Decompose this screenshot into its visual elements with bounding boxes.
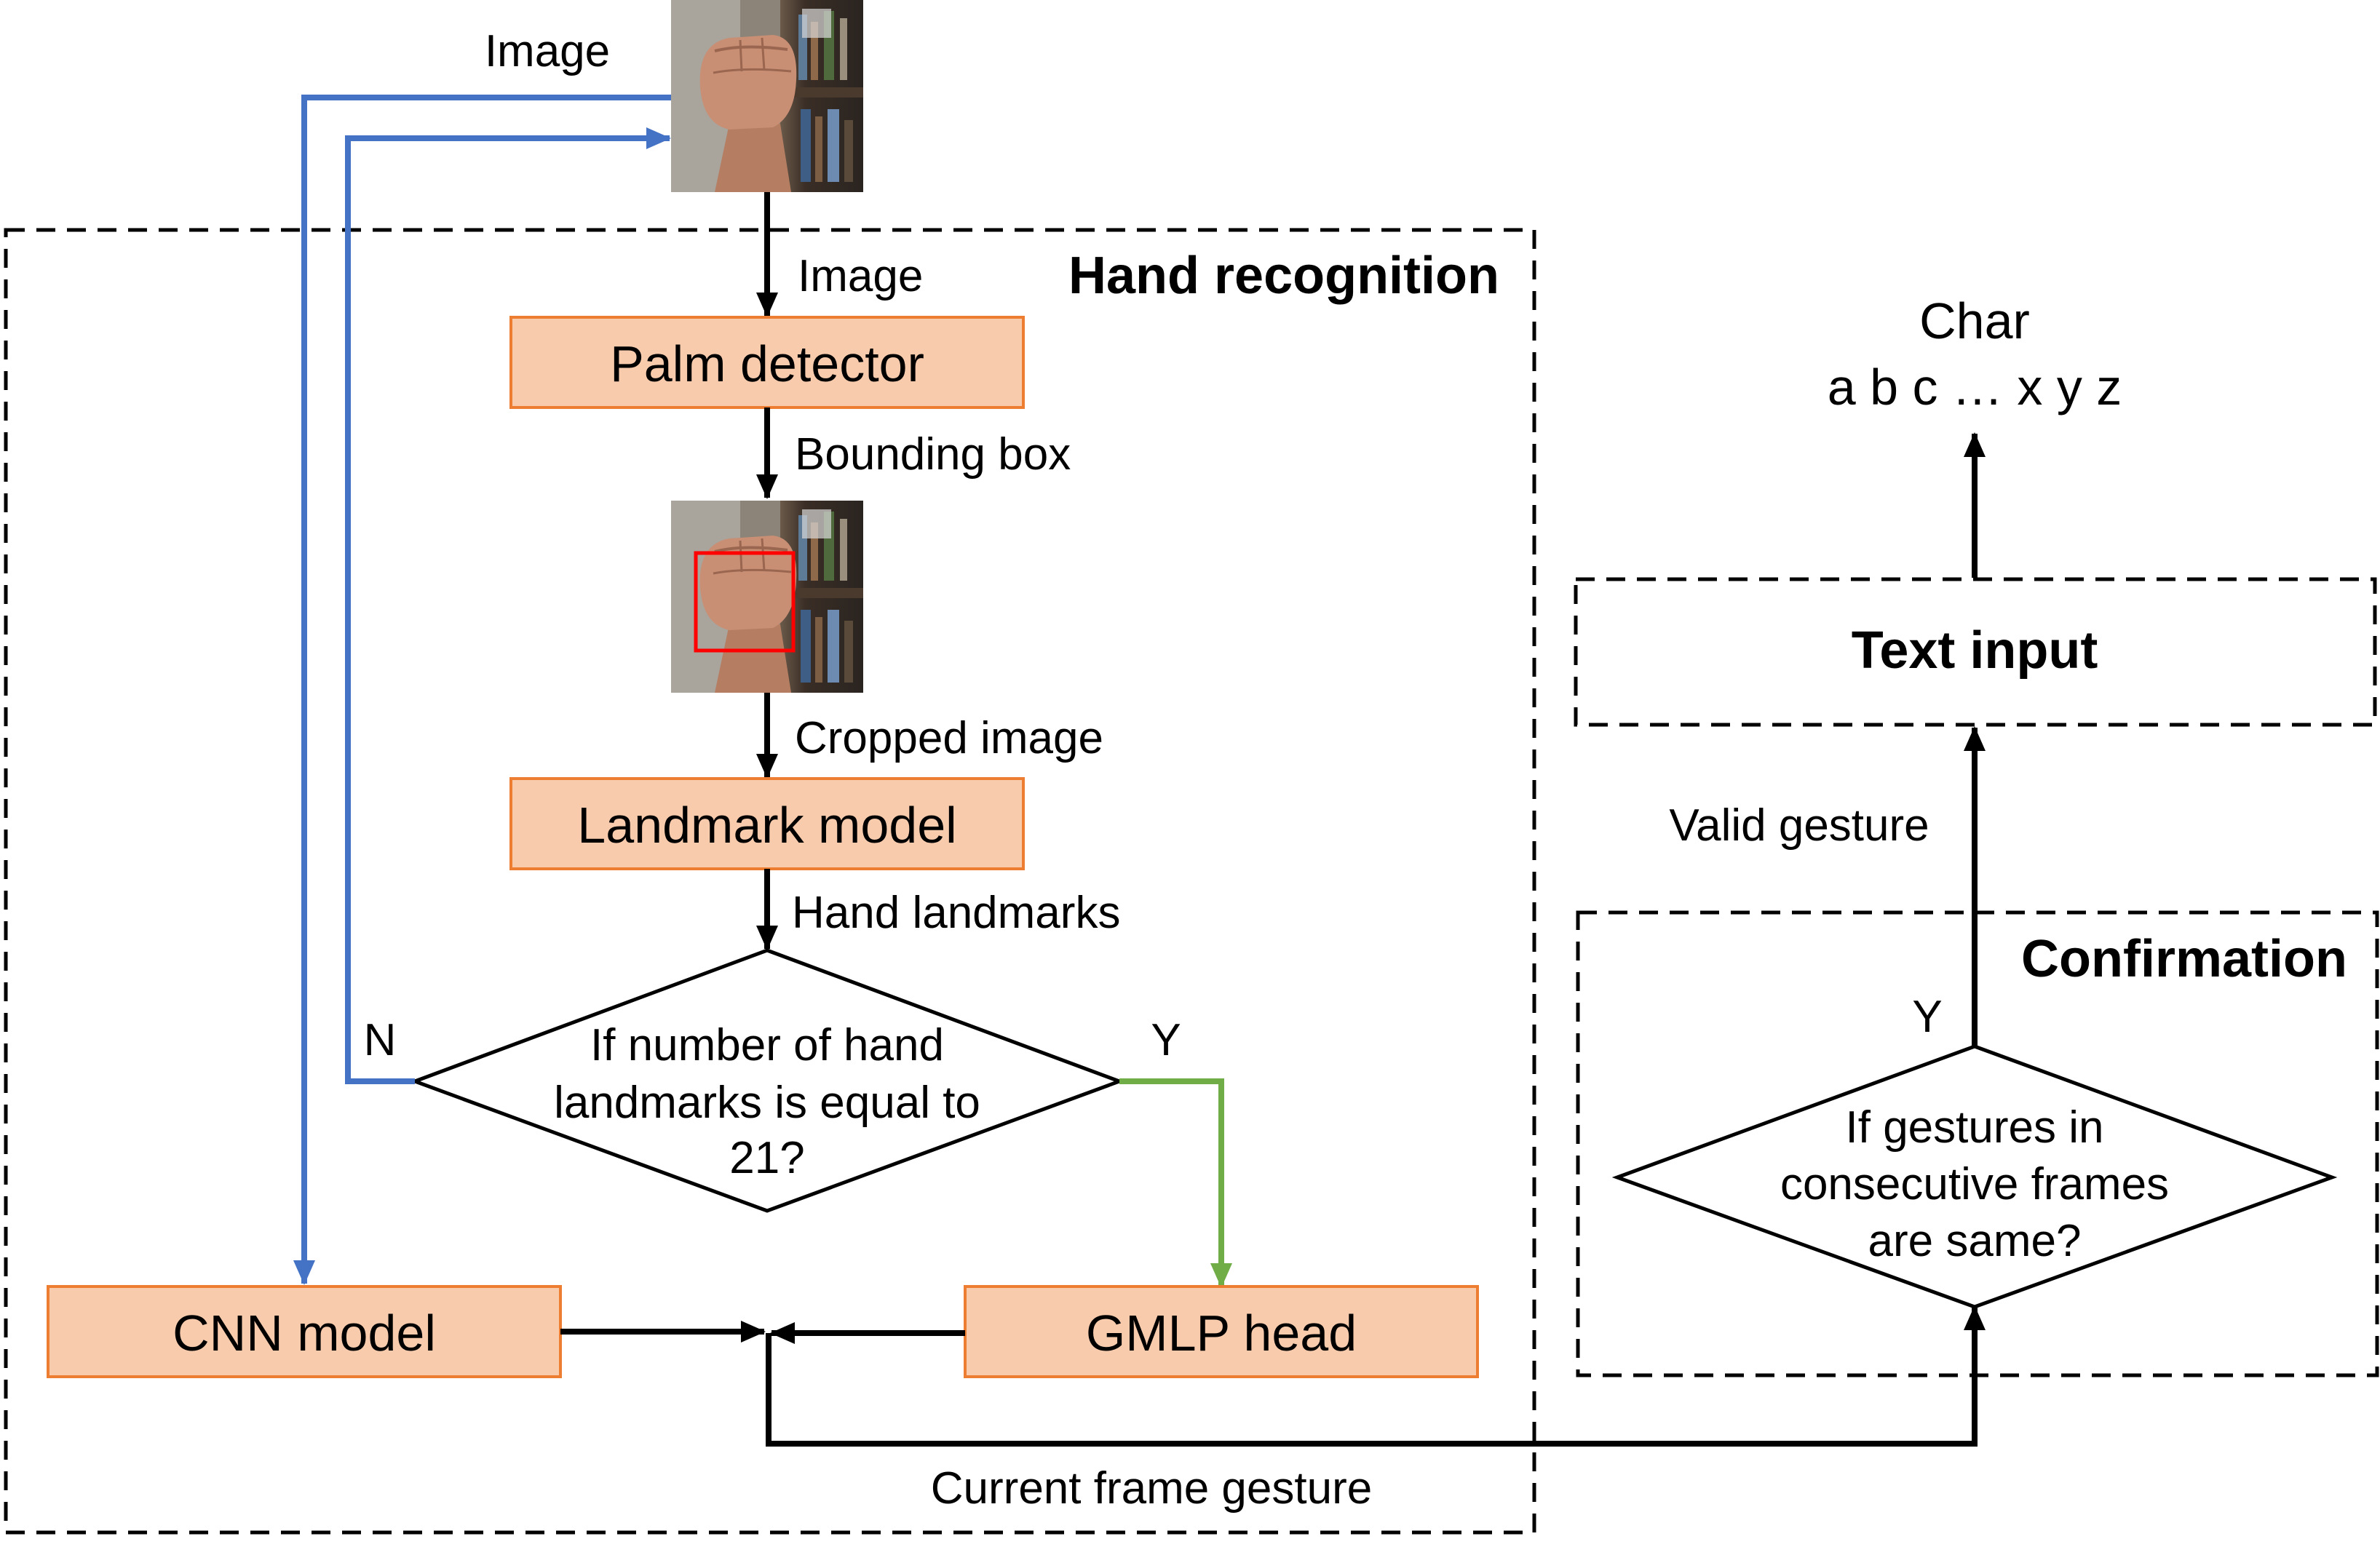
- palm-detector-box: [509, 316, 1025, 409]
- no-branch-label: N: [364, 1015, 397, 1065]
- cnn-model-box: [47, 1285, 562, 1378]
- gesture-decision-diamond: [1611, 1044, 2338, 1309]
- cropped-image-label: Cropped image: [795, 713, 1103, 763]
- input-image: [671, 0, 863, 192]
- gesture-decision-line-1: If gestures in: [1846, 1102, 2104, 1153]
- gesture-decision-line-2: consecutive frames: [1780, 1159, 2169, 1209]
- no-branch-loop-arrow: [345, 127, 671, 1084]
- gesture-decision-line-3: are same?: [1868, 1216, 2082, 1266]
- char-list: a b c … x y z: [1828, 359, 2122, 415]
- char-title: Char: [1919, 293, 2030, 349]
- current-frame-gesture-arrow: [766, 1305, 1986, 1447]
- landmarks-decision-line-3: 21?: [729, 1133, 804, 1183]
- valid-gesture-label: Valid gesture: [1669, 800, 1929, 851]
- gmlp-head-label: GMLP head: [1086, 1305, 1357, 1361]
- landmark-model-label: Landmark model: [577, 797, 956, 854]
- image-label: Image: [798, 251, 923, 301]
- yes-branch-arrow: [1119, 1078, 1232, 1288]
- gmlp-head-box: [964, 1285, 1479, 1378]
- confirmation-title: Confirmation: [2021, 930, 2347, 988]
- cropped-image: [671, 501, 863, 693]
- cnn-model-label: CNN model: [172, 1305, 436, 1361]
- landmark-model-box: [509, 777, 1025, 870]
- text-input-label: Text input: [1852, 621, 2098, 680]
- landmarks-decision-line-2: landmarks is equal to: [554, 1078, 980, 1128]
- yes-branch-label: Y: [1151, 1015, 1181, 1065]
- yes-confirm-label: Y: [1912, 992, 1942, 1042]
- landmarks-decision-diamond: [409, 948, 1125, 1213]
- landmarks-decision-line-1: If number of hand: [590, 1020, 944, 1070]
- current-frame-gesture-label: Current frame gesture: [931, 1463, 1372, 1514]
- image-top-label: Image: [485, 26, 610, 76]
- image-to-cnn-arrow: [293, 95, 671, 1285]
- bounding-box-marker: [694, 551, 796, 653]
- bounding-box-label: Bounding box: [795, 429, 1071, 480]
- hand-recognition-title: Hand recognition: [1068, 247, 1499, 305]
- text-input-frame: [1574, 577, 2377, 727]
- palm-detector-label: Palm detector: [610, 335, 924, 392]
- hand-landmarks-label: Hand landmarks: [792, 888, 1120, 938]
